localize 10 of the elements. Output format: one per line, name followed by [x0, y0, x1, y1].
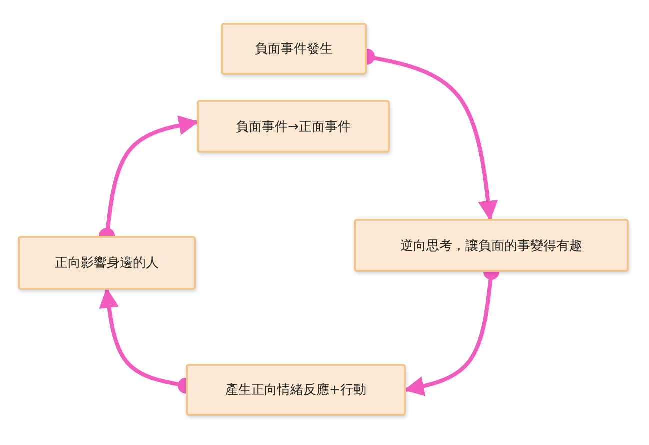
process-box [197, 100, 390, 153]
box-label: 負面事件發生 [255, 41, 333, 58]
process-box [18, 236, 196, 290]
process-box [186, 364, 406, 416]
box-label: 正向影響身邊的人 [55, 255, 159, 272]
box-label: 負面事件→正面事件 [236, 118, 351, 136]
process-box [221, 23, 367, 75]
box-label: 逆向思考，讓負面的事變得有趣 [400, 238, 582, 254]
box-label: 產生正向情緒反應+行動 [226, 382, 366, 399]
process-box [354, 219, 629, 272]
